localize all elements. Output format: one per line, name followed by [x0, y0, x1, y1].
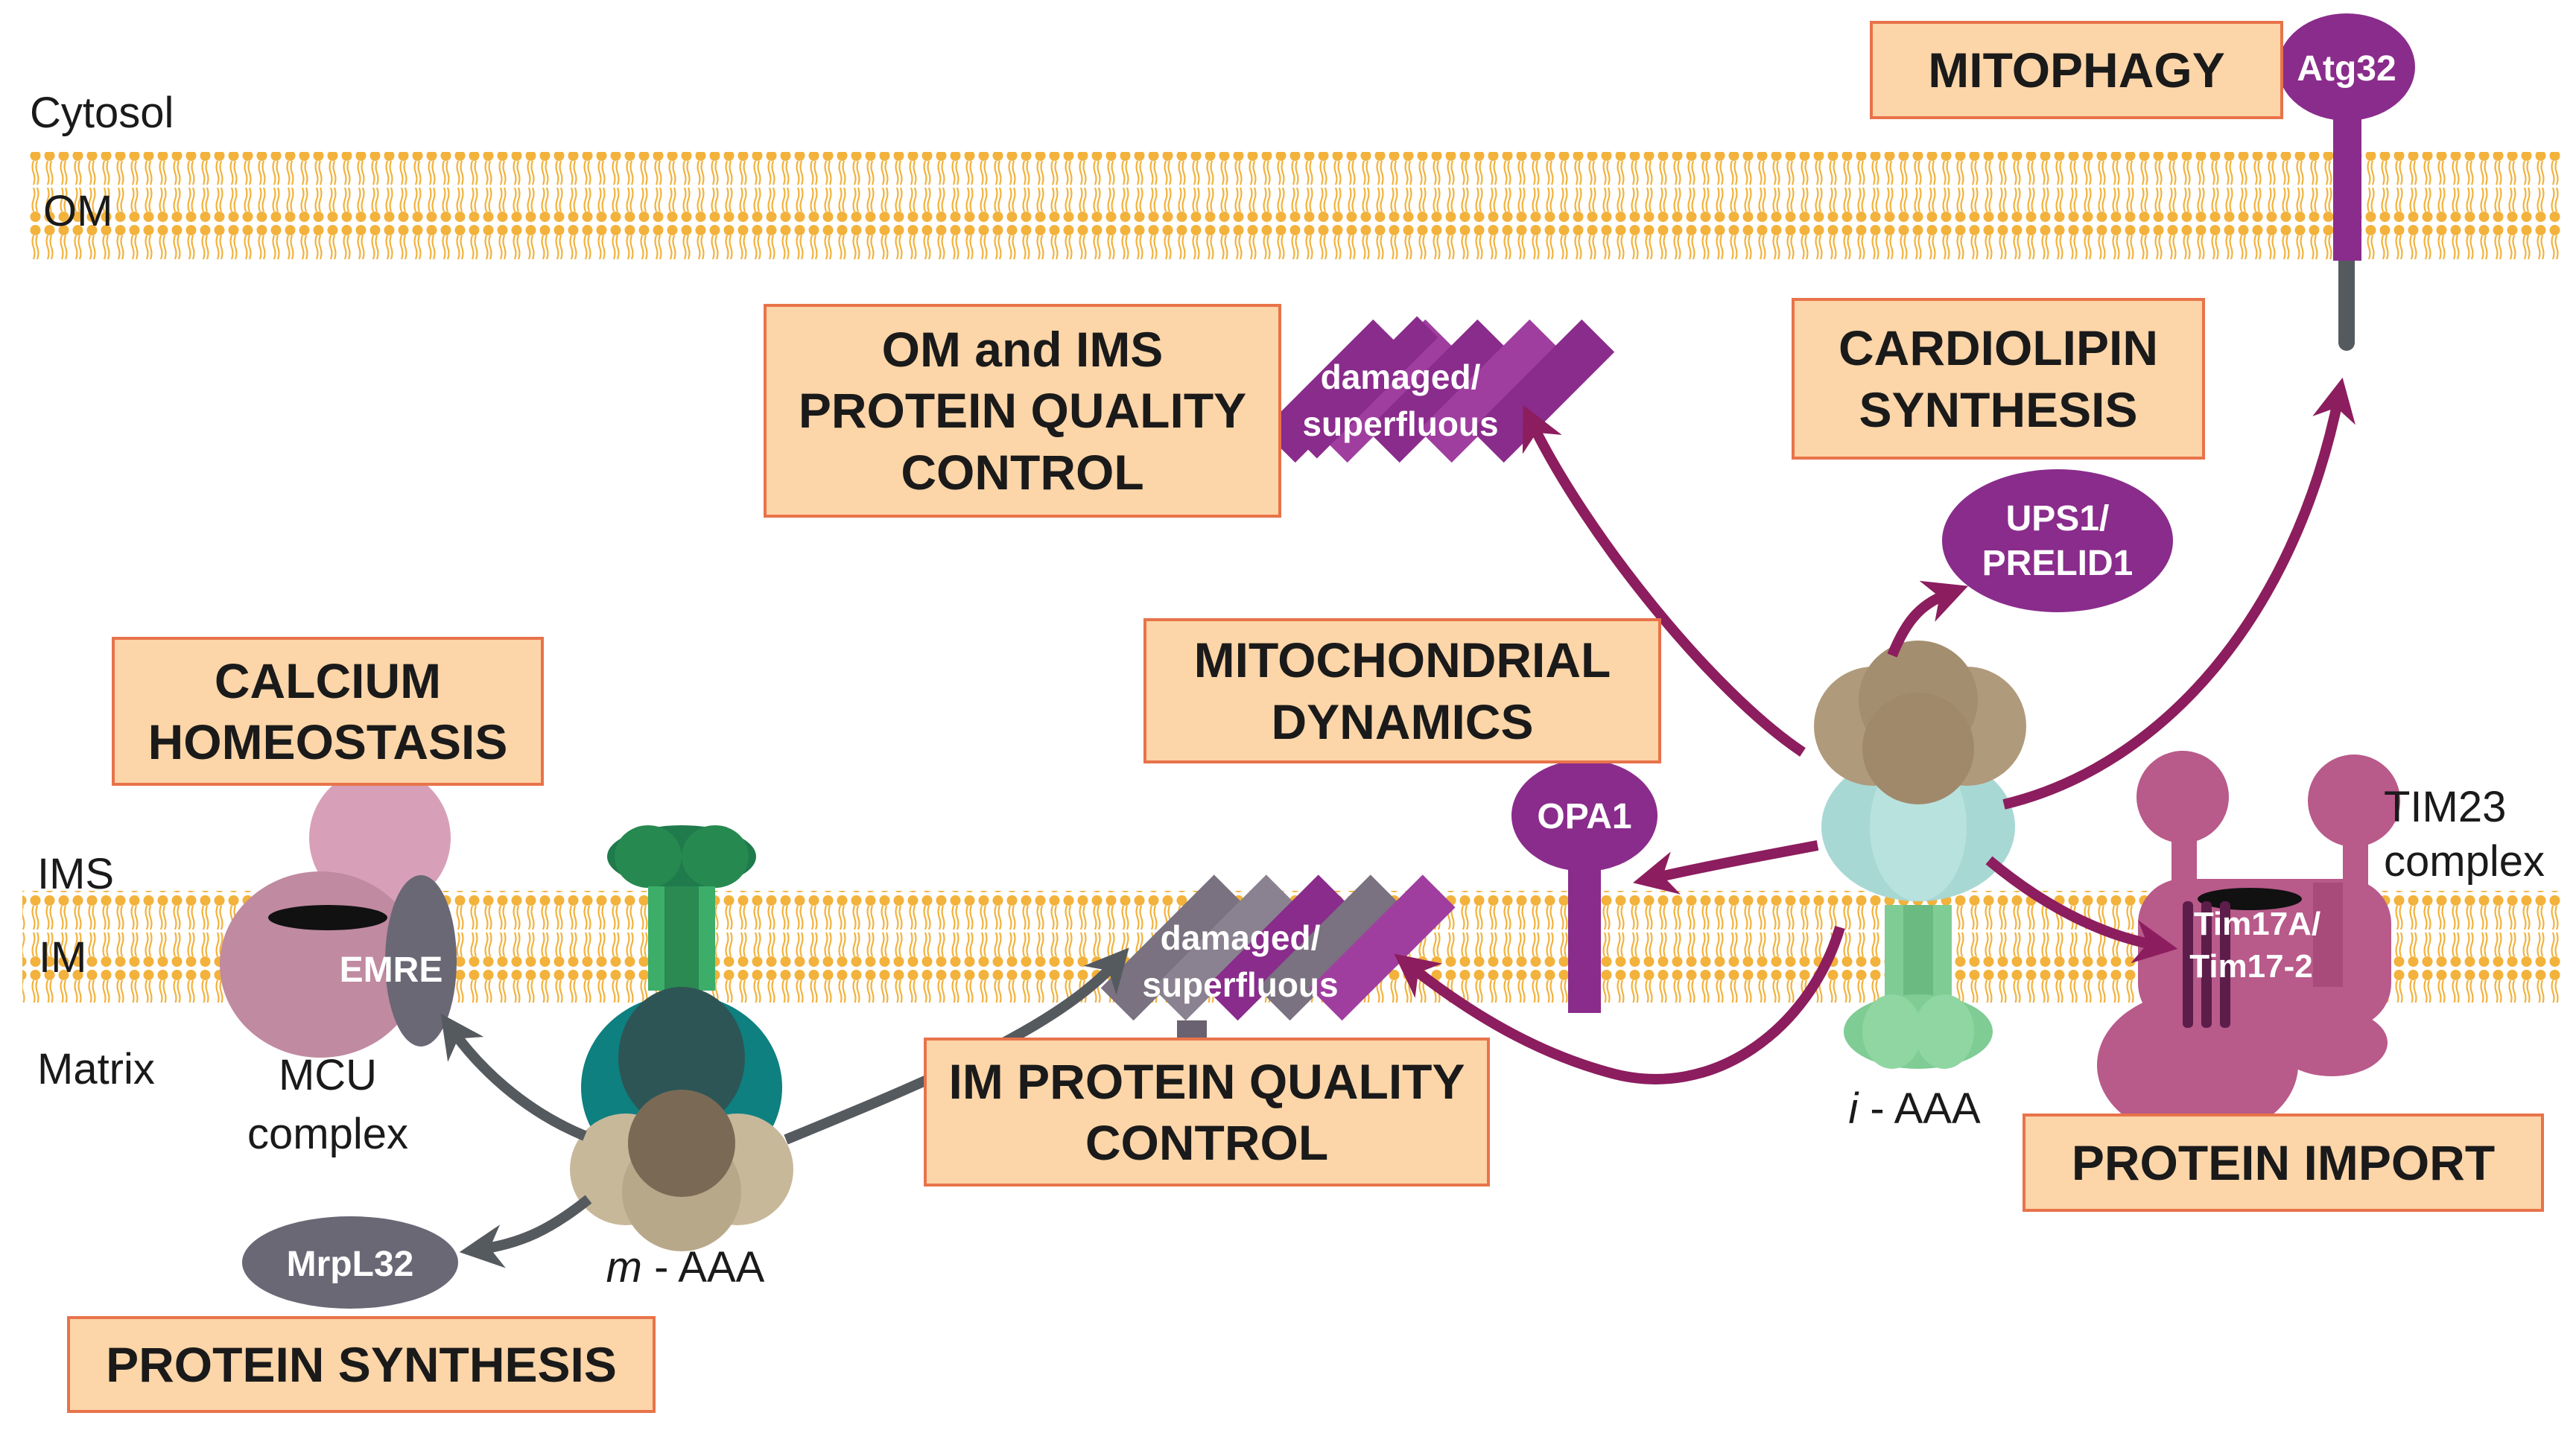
mcu-complex: EMRE — [220, 767, 457, 1058]
box-cardiolipin-synthesis: CARDIOLIPIN SYNTHESIS — [1792, 298, 2205, 460]
om-damaged-proteins: damaged/ superfluous — [1262, 316, 1615, 463]
box-protein-import: PROTEIN IMPORT — [2023, 1114, 2544, 1212]
om-damaged-label-2: superfluous — [1302, 404, 1498, 443]
im-damaged-proteins: damaged/ superfluous — [1100, 874, 1456, 1050]
m-aaa-protease — [570, 825, 793, 1251]
i-aaa-suffix: - AAA — [1858, 1084, 1981, 1133]
box-protein-synthesis: PROTEIN SYNTHESIS — [67, 1316, 656, 1413]
region-matrix: Matrix — [37, 1045, 155, 1093]
ups1-label-1: UPS1/ — [2006, 499, 2110, 539]
region-cytosol: Cytosol — [30, 89, 174, 137]
box-mitochondrial-dynamics: MITOCHONDRIAL DYNAMICS — [1143, 618, 1661, 763]
m-aaa-prefix: m — [606, 1243, 642, 1292]
im-damaged-label-1: damaged/ — [1161, 918, 1321, 957]
ups1-prelid1-protein: UPS1/ PRELID1 — [1942, 469, 2173, 612]
i-aaa-label: i - AAA — [1818, 1084, 2011, 1134]
atg32-label: Atg32 — [2297, 49, 2396, 89]
arrow-maaa-to-emre — [440, 1013, 587, 1141]
tim23-complex: Tim17A/ Tim17-2 — [2097, 751, 2400, 1140]
arrow-iaaa-to-opa1 — [1633, 840, 1819, 895]
atg32-protein: Atg32 — [2278, 13, 2415, 351]
arrow-iaaa-to-tim17 — [1985, 856, 2178, 964]
om-damaged-label-1: damaged/ — [1321, 358, 1481, 396]
m-aaa-label: m - AAA — [589, 1242, 782, 1292]
tim17-label-1: Tim17A/ — [2194, 906, 2320, 942]
im-damaged-label-2: superfluous — [1142, 965, 1338, 1004]
arrow-iaaa-to-om-qc — [1522, 404, 1806, 757]
mcu-complex-label: MCU complex — [223, 1050, 432, 1159]
box-om-ims-quality-control: OM and IMS PROTEIN QUALITY CONTROL — [764, 304, 1281, 518]
tim23-label-1: TIM23 — [2384, 783, 2507, 831]
arrow-iaaa-to-im-qc — [1394, 926, 1845, 1084]
box-im-quality-control: IM PROTEIN QUALITY CONTROL — [924, 1038, 1490, 1187]
outer-membrane — [30, 152, 2563, 261]
i-aaa-prefix: i — [1848, 1084, 1859, 1133]
ups1-label-2: PRELID1 — [1982, 544, 2134, 583]
arrow-iaaa-to-cardiolipin — [2002, 377, 2355, 810]
arrow-iaaa-to-ups1 — [1887, 580, 1969, 658]
opa1-label: OPA1 — [1537, 797, 1631, 836]
mcu-label-1: MCU — [278, 1051, 378, 1099]
region-om: OM — [43, 187, 113, 235]
tim23-label-2: complex — [2384, 837, 2545, 886]
mcu-label-2: complex — [247, 1110, 408, 1158]
tim17-label-2: Tim17-2 — [2189, 948, 2313, 985]
region-im: IM — [39, 933, 87, 982]
emre-label: EMRE — [340, 950, 443, 990]
tim23-complex-label: TIM23 complex — [2384, 782, 2570, 886]
box-mitophagy: MITOPHAGY — [1870, 21, 2283, 119]
arrow-maaa-to-mrpl32 — [459, 1195, 592, 1268]
box-calcium-homeostasis: CALCIUM HOMEOSTASIS — [112, 637, 544, 786]
mrpl32-protein: MrpL32 — [242, 1216, 458, 1309]
i-aaa-protease — [1814, 641, 2026, 1069]
mrpl32-label: MrpL32 — [287, 1245, 414, 1284]
opa1-protein: OPA1 — [1511, 760, 1657, 1013]
m-aaa-suffix: - AAA — [641, 1243, 765, 1292]
region-ims: IMS — [37, 850, 115, 898]
